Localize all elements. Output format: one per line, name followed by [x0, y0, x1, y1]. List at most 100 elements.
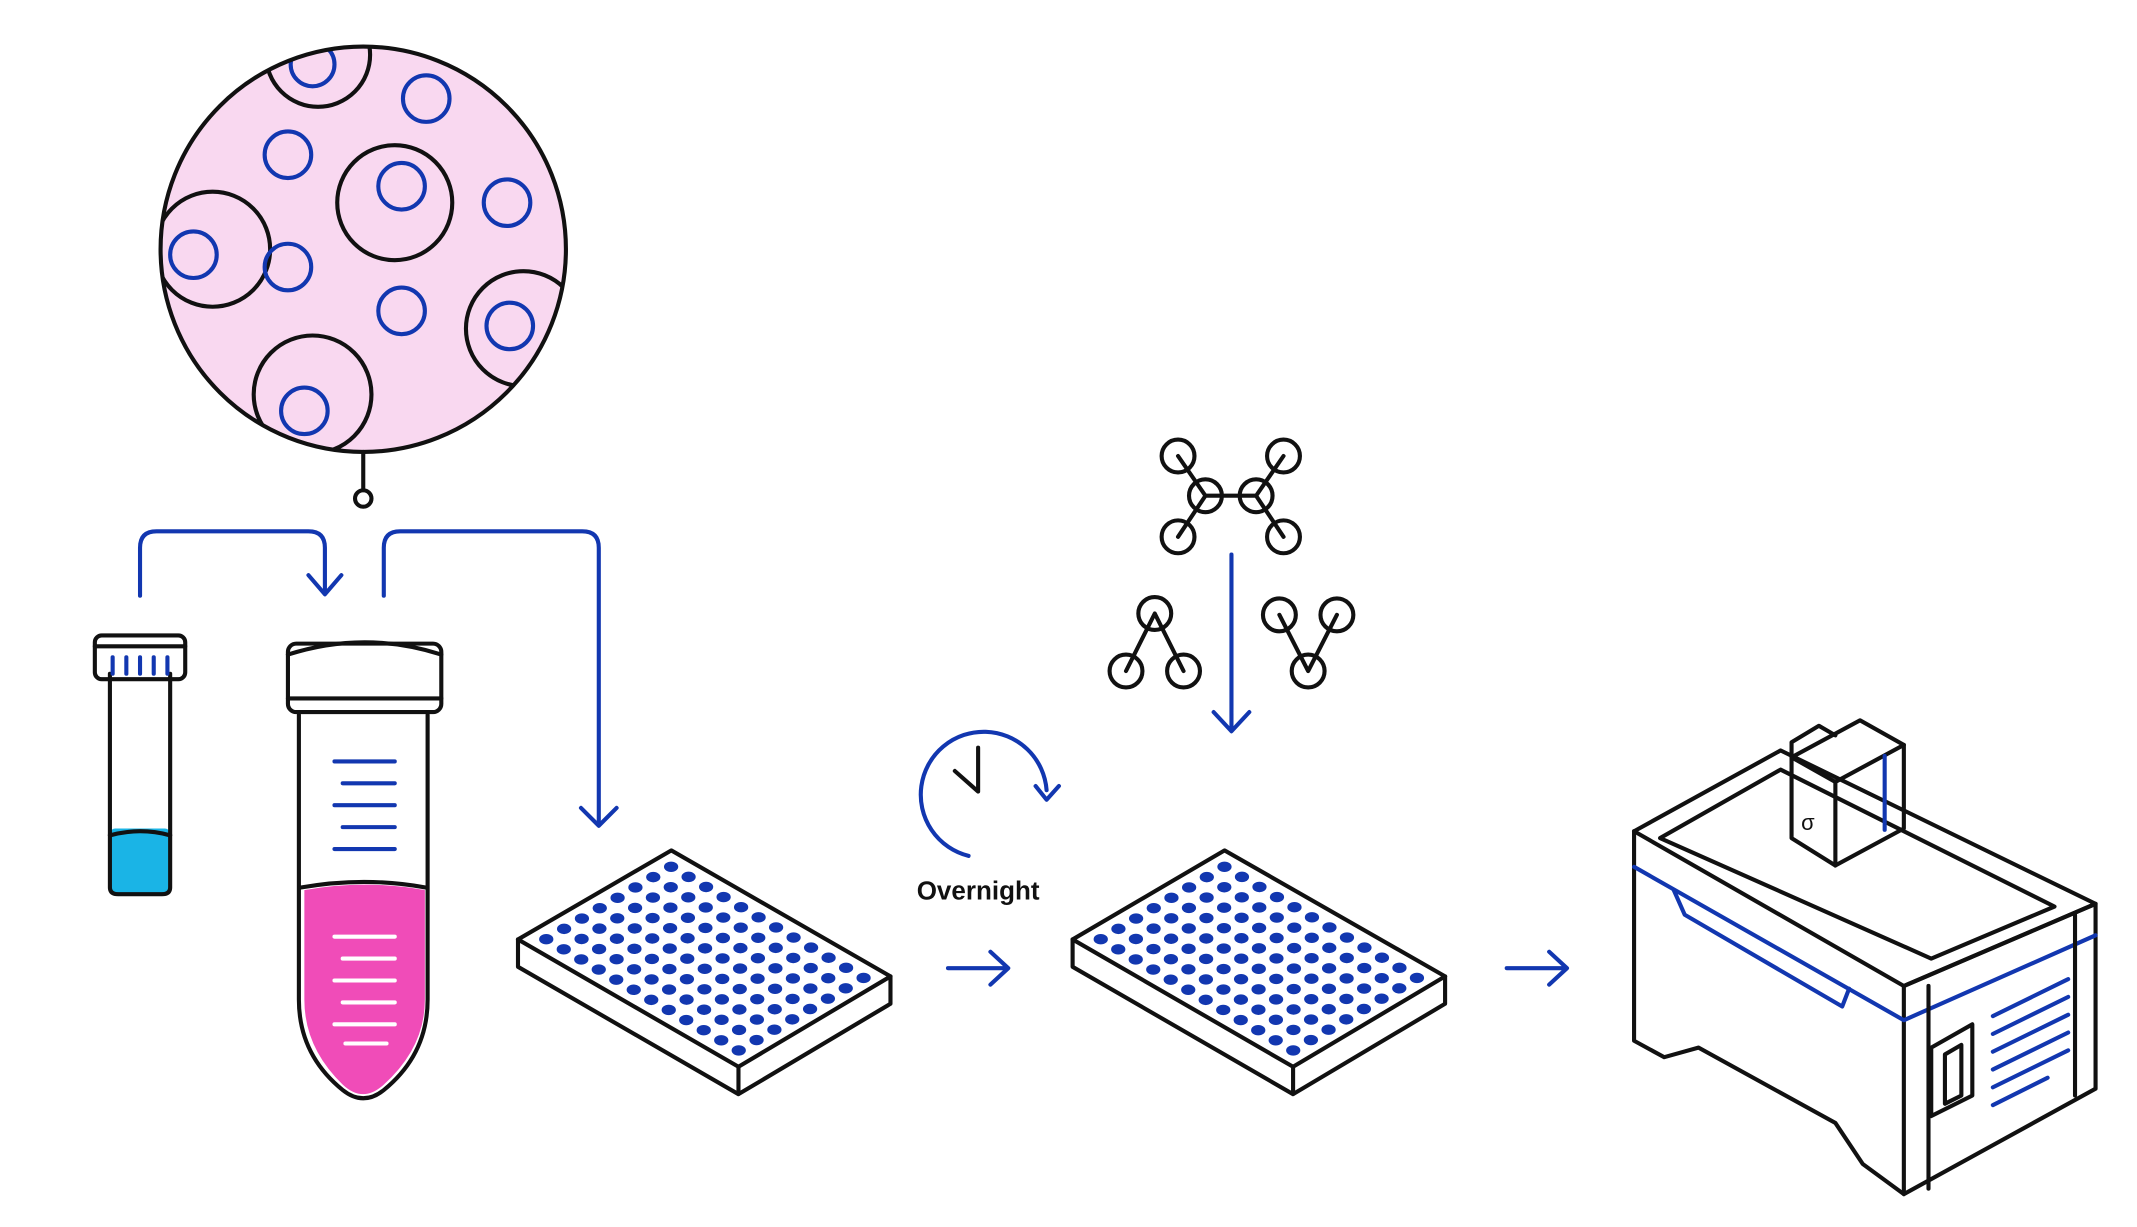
plate-well: [1128, 954, 1143, 965]
plate-well: [1322, 942, 1337, 954]
plate-well: [1163, 974, 1178, 985]
plate-well: [1199, 892, 1214, 903]
plate-well: [644, 974, 659, 985]
plate-well: [609, 974, 624, 985]
plate-well: [1357, 942, 1372, 953]
plate-well: [731, 1024, 747, 1036]
instrument-logo: σ: [1801, 810, 1815, 835]
plate-well: [644, 953, 660, 965]
plate-well: [733, 902, 749, 913]
plate-well: [821, 972, 836, 984]
plate-side: [515, 937, 893, 1097]
plate-well: [1216, 963, 1231, 975]
plate-well: [751, 912, 766, 923]
plate-well: [821, 952, 836, 963]
plate-well: [732, 1004, 747, 1015]
plate-well: [1339, 1014, 1354, 1025]
plate-well: [1286, 1004, 1301, 1015]
plate-well: [750, 973, 765, 984]
plate-well: [539, 934, 554, 945]
plate-well: [802, 1003, 818, 1015]
plate-well: [663, 861, 679, 872]
plate-well: [1234, 912, 1249, 924]
plate-well: [1268, 1014, 1284, 1026]
plate-well: [767, 983, 783, 994]
plate-well: [1181, 902, 1197, 914]
plate-well: [1111, 944, 1126, 955]
plate-well: [1322, 922, 1337, 933]
plate-well: [820, 993, 836, 1004]
plate-well: [856, 972, 871, 984]
plate-well: [627, 943, 642, 955]
plate-well: [1321, 963, 1337, 974]
plate-well: [645, 912, 660, 924]
plate-well: [698, 902, 713, 913]
arrow-small-tube-to-falcon: [137, 529, 327, 598]
plate-well: [592, 923, 607, 934]
plate-well: [716, 891, 731, 903]
plate-well: [663, 902, 678, 913]
plate-well: [1234, 871, 1250, 883]
plate-well: [1304, 932, 1319, 943]
plate-well: [1217, 861, 1232, 872]
plate-well: [803, 983, 818, 994]
plate-well: [1269, 912, 1284, 923]
plate-well: [785, 1014, 800, 1025]
plate-well: [680, 912, 696, 924]
plate-well: [750, 993, 765, 1005]
plate-well: [731, 1045, 746, 1056]
plate-well: [1181, 984, 1196, 995]
arrow-falcon-to-plate: [381, 529, 601, 827]
plate-well: [1146, 923, 1161, 934]
plate-well: [1181, 964, 1196, 975]
plate-well: [698, 922, 713, 934]
plate-well: [1199, 933, 1214, 944]
plate-well: [1251, 943, 1267, 954]
plate-well: [1303, 1014, 1319, 1025]
plate-well: [679, 994, 694, 1005]
plate-well: [1233, 994, 1249, 1005]
plate-well: [1304, 953, 1319, 964]
plate-well: [1199, 871, 1214, 883]
plate-well: [1251, 1004, 1266, 1015]
plate-well: [1374, 972, 1389, 984]
plate-well: [768, 922, 784, 933]
plate-well: [1321, 1004, 1336, 1015]
plate-well: [1392, 962, 1407, 974]
plate-well: [1216, 902, 1232, 913]
plate-well: [1339, 973, 1354, 984]
plate-well: [1234, 892, 1249, 903]
plate-well: [785, 973, 801, 984]
plate-well: [1321, 983, 1337, 994]
plate-well: [785, 993, 800, 1005]
plate-well: [714, 994, 730, 1005]
plate-well: [680, 933, 695, 944]
plate-well: [1287, 922, 1302, 933]
plate-well: [715, 953, 730, 964]
plate-well: [732, 983, 747, 995]
plate-well: [696, 1024, 711, 1036]
arrow-right-2: [1504, 949, 1570, 987]
plate-well: [591, 943, 607, 955]
plate-well: [1234, 933, 1249, 944]
plate-well: [1216, 1004, 1231, 1016]
plate-well: [1111, 923, 1126, 935]
plate-well: [732, 963, 748, 974]
plate-well: [1392, 983, 1407, 994]
plate-well: [1181, 923, 1196, 934]
plate-well: [574, 933, 589, 945]
clock-icon: [918, 729, 1061, 858]
well-plate-2: [1070, 848, 1448, 1097]
plate-well: [627, 923, 642, 934]
plate-well: [838, 962, 854, 974]
plate-well: [838, 983, 853, 994]
plate-well: [1287, 902, 1302, 913]
plate-well: [1128, 913, 1144, 924]
plate-well: [645, 933, 660, 944]
plate-well: [768, 942, 783, 954]
plate-well: [1252, 902, 1267, 913]
plate-well: [1146, 902, 1161, 914]
plate-well: [1356, 983, 1372, 994]
